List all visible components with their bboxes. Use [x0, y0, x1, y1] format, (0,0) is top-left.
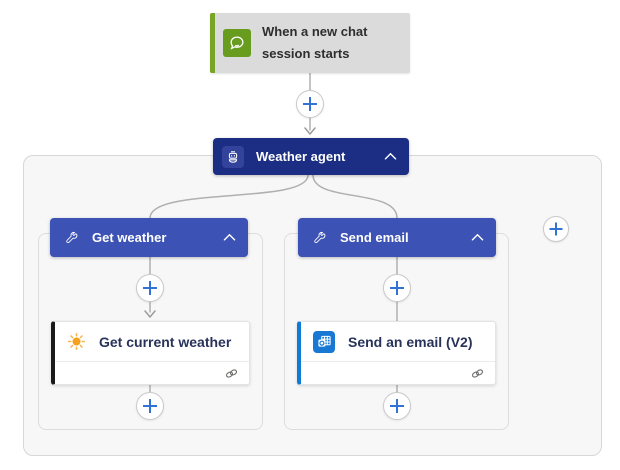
tool-title: Get weather: [92, 230, 167, 245]
chevron-up-icon[interactable]: [468, 229, 486, 247]
add-step-button-send-email-end[interactable]: [383, 392, 411, 420]
bot-icon: [222, 145, 244, 168]
agent-title: Weather agent: [256, 149, 346, 164]
action-title: Send an email (V2): [348, 333, 473, 350]
sun-icon: [67, 332, 86, 351]
tool-header-send-email[interactable]: Send email: [298, 218, 496, 257]
action-card-get-current-weather[interactable]: Get current weather: [51, 321, 250, 385]
wrench-icon: [64, 230, 80, 246]
add-step-button-get-weather-end[interactable]: [136, 392, 164, 420]
insert-action-button-send-email[interactable]: [383, 274, 411, 302]
chat-bubble-icon: [223, 29, 251, 57]
outlook-icon: [313, 330, 335, 353]
arrowhead-down-icon: [304, 127, 316, 135]
tool-header-get-weather[interactable]: Get weather: [50, 218, 248, 257]
insert-action-button-get-weather[interactable]: [136, 274, 164, 302]
action-title: Get current weather: [99, 333, 232, 350]
trigger-title: When a new chat session starts: [262, 23, 368, 61]
trigger-card[interactable]: When a new chat session starts: [210, 13, 410, 73]
chevron-up-icon[interactable]: [381, 148, 399, 166]
wrench-icon: [312, 230, 328, 246]
insert-step-button-top[interactable]: [296, 90, 324, 118]
chevron-up-icon[interactable]: [220, 229, 238, 247]
action-card-send-an-email[interactable]: Send an email (V2): [297, 321, 496, 385]
add-branch-button[interactable]: [543, 216, 569, 242]
agent-card[interactable]: Weather agent: [213, 138, 409, 175]
connection-link-icon[interactable]: [470, 366, 485, 381]
connection-link-icon[interactable]: [224, 366, 239, 381]
tool-title: Send email: [340, 230, 409, 245]
